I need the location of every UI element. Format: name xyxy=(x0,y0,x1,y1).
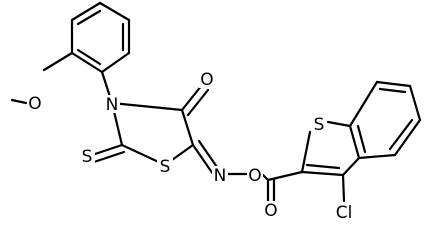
atom-s1: S xyxy=(160,157,171,177)
atom-o-ester: O xyxy=(264,201,277,221)
bond-ph-c3-c4 xyxy=(70,1,102,22)
bond-c2-s-double-a xyxy=(90,143,124,157)
bond-bz-c4-c5 xyxy=(393,118,422,157)
atom-o-oxime: O xyxy=(248,166,261,186)
bond-ph-c6-c1 xyxy=(100,51,131,74)
atom-labels: O N O S S N O O S Cl xyxy=(27,70,355,223)
bond-bt-s-c7a xyxy=(326,120,352,128)
bond-c3-cl xyxy=(341,173,346,203)
bond-carbonyl-c2-bt xyxy=(266,170,304,182)
bond-bz-inner-1 xyxy=(388,118,414,151)
bond-c2-s-double-b xyxy=(92,150,126,164)
atom-n3-bg xyxy=(104,95,120,113)
bond-bt-c3-c2 xyxy=(300,170,345,177)
atom-o-c4: O xyxy=(200,70,213,90)
bond-bz-c6-c7 xyxy=(375,80,412,88)
atom-n3: N xyxy=(106,95,119,115)
bond-o-methyl xyxy=(10,98,28,105)
atom-s-bt-bg xyxy=(311,115,327,133)
bond-ph-o-methoxy xyxy=(42,51,74,72)
bond-c4-o-double-a xyxy=(180,83,204,112)
atom-o-methoxy: O xyxy=(28,94,41,114)
bond-bz-inner-3 xyxy=(356,124,367,154)
bond-c5-n-double-a xyxy=(191,143,215,176)
bond-c5-c4 xyxy=(180,108,195,147)
bond-bt-c3-c2-inner xyxy=(305,163,341,170)
atom-o-methoxy-bg xyxy=(27,94,43,112)
atom-n-oxime: N xyxy=(214,166,227,186)
bond-bz-inner-2 xyxy=(378,87,407,94)
atom-o-c4-bg xyxy=(199,70,215,88)
atom-s-thione: S xyxy=(82,147,93,167)
atom-s-thione-bg xyxy=(79,147,95,165)
bond-bt-c7a-c3a xyxy=(348,124,361,160)
atom-n-oxime-bg xyxy=(212,166,228,184)
bond-ph-inner-1 xyxy=(76,9,102,26)
bond-bt-c3a-c3 xyxy=(341,156,361,177)
molecule-structure-diagram: O N O S S N O O S Cl xyxy=(10,1,422,223)
atom-cl: Cl xyxy=(336,203,353,223)
bond-bz-c3a-c4 xyxy=(357,153,397,160)
bond-bt-c2-s xyxy=(300,130,312,174)
bond-bz-c5-c6 xyxy=(408,84,422,122)
bond-c4-o-double-b xyxy=(186,88,210,117)
bond-ph-inner-3 xyxy=(76,48,102,66)
bond-bz-c7-c7a xyxy=(348,80,379,128)
bond-c4-n3 xyxy=(110,101,184,112)
atom-cl-bg xyxy=(333,203,355,221)
atom-o-oxime-bg xyxy=(247,166,263,184)
atom-o-ester-bg xyxy=(263,201,279,219)
atom-s-bt: S xyxy=(314,115,325,135)
atom-s1-bg xyxy=(157,157,173,175)
bond-c5-n-double-b xyxy=(197,139,221,172)
bond-ph-c4-c5 xyxy=(98,1,131,22)
bond-ph-c1-c2 xyxy=(70,51,104,74)
